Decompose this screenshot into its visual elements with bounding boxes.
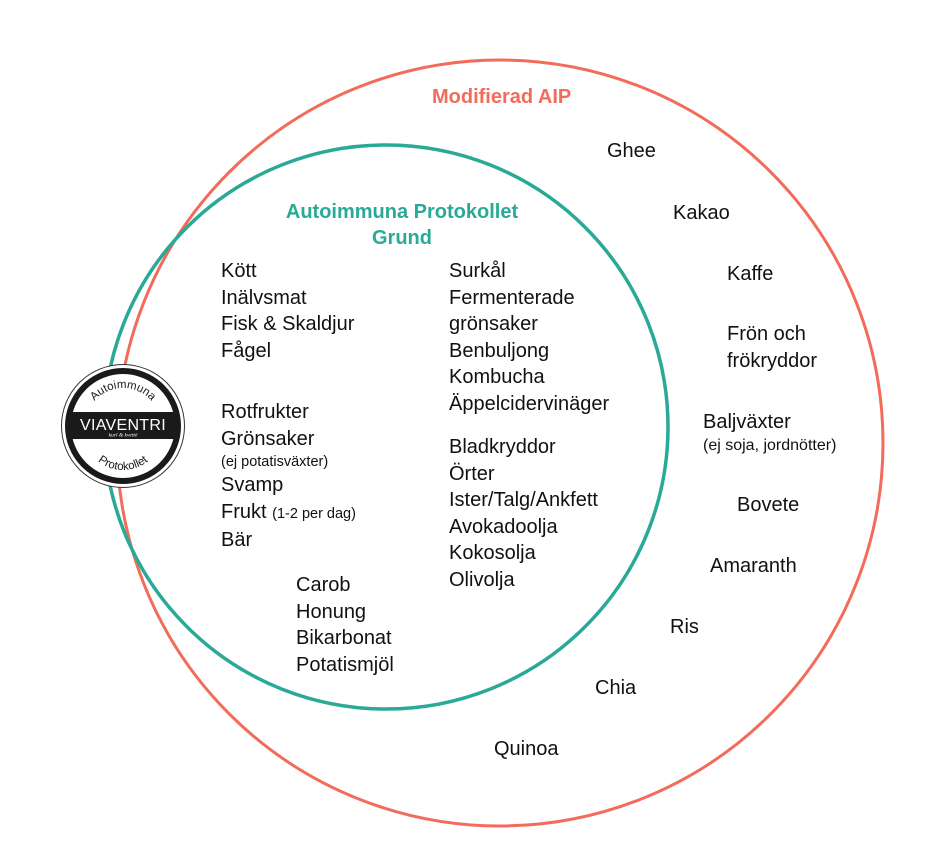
inner-item: Surkål (449, 260, 506, 282)
inner-item: Olivolja (449, 568, 515, 591)
inner-item: grönsaker (449, 313, 538, 335)
inner-item: Örter (449, 462, 495, 485)
inner-group-vegetables: Rotfrukter Grönsaker (ej potatisväxter) … (221, 399, 356, 554)
outer-item: Ghee (607, 140, 656, 162)
outer-item: Baljväxter (703, 411, 791, 433)
inner-item: Fermenterade (449, 286, 575, 309)
inner-item-fruit: Frukt (221, 500, 267, 523)
outer-item: Frön och (727, 323, 806, 345)
outer-item: Kakao (673, 202, 730, 224)
inner-item: Rotfrukter (221, 401, 309, 423)
inner-item-fruit-note: (1-2 per dag) (272, 505, 356, 522)
outer-item: Quinoa (494, 738, 559, 760)
inner-item: Frukt (1-2 per dag) (221, 499, 356, 528)
outer-item: Amaranth (710, 555, 797, 577)
inner-item: Äppelcidervinäger (449, 392, 610, 415)
inner-item: Inälvsmat (221, 286, 307, 309)
inner-item: Avokadoolja (449, 515, 558, 538)
outer-item: Bovete (737, 494, 800, 516)
outer-item: frökryddor (727, 350, 818, 372)
inner-item: Bär (221, 529, 253, 551)
outer-item: Ris (670, 616, 699, 638)
inner-group-other: Carob Honung Bikarbonat Potatismjöl (296, 572, 394, 678)
inner-item: Svamp (221, 474, 284, 496)
badge-inner: Autoimmuna VIAVENTRI kurl & kvetté Proto… (69, 374, 177, 478)
viaventri-badge-logo: Autoimmuna VIAVENTRI kurl & kvetté Proto… (62, 365, 184, 487)
inner-item: Bikarbonat (296, 627, 392, 649)
inner-item: Fisk & Skaldjur (221, 313, 355, 335)
inner-item: Bladkryddor (449, 436, 556, 458)
inner-item: Benbuljong (449, 339, 550, 362)
inner-group-fats-herbs: Bladkryddor Örter Ister/Talg/Ankfett Avo… (449, 434, 598, 593)
badge-art: Autoimmuna VIAVENTRI kurl & kvetté Proto… (69, 379, 177, 473)
inner-item: Kött (221, 260, 257, 282)
inner-item: Honung (296, 600, 367, 623)
badge-brand: VIAVENTRI (80, 417, 166, 434)
badge-bottom-text: Protokollet (96, 453, 151, 473)
inner-item: Kombucha (449, 366, 545, 388)
inner-item-note: (ej potatisväxter) (221, 454, 329, 470)
inner-item: Kokosolja (449, 542, 536, 564)
inner-group-fermented: Surkål Fermenterade grönsaker Benbuljong… (449, 258, 609, 417)
badge-tagline: kurl & kvetté (109, 433, 138, 439)
badge-band (69, 412, 177, 439)
inner-title-line1: Autoimmuna Protokollet (285, 201, 519, 223)
inner-group-meat: Kött Inälvsmat Fisk & Skaldjur Fågel (221, 258, 354, 364)
outer-title: Modifierad AIP (432, 86, 572, 108)
inner-title-line2: Grund (372, 227, 432, 249)
inner-item: Carob (296, 574, 351, 596)
inner-item: Ister/Talg/Ankfett (449, 489, 598, 511)
outer-item-note: (ej soja, jordnötter) (703, 437, 837, 454)
inner-item: Fågel (221, 339, 272, 362)
badge-top-text: Autoimmuna (88, 379, 158, 404)
inner-title: Autoimmuna Protokollet Grund (252, 199, 552, 251)
outer-item: Kaffe (727, 263, 774, 285)
inner-item: Potatismjöl (296, 653, 394, 676)
outer-item: Chia (595, 677, 637, 699)
inner-item: Grönsaker (221, 427, 315, 450)
